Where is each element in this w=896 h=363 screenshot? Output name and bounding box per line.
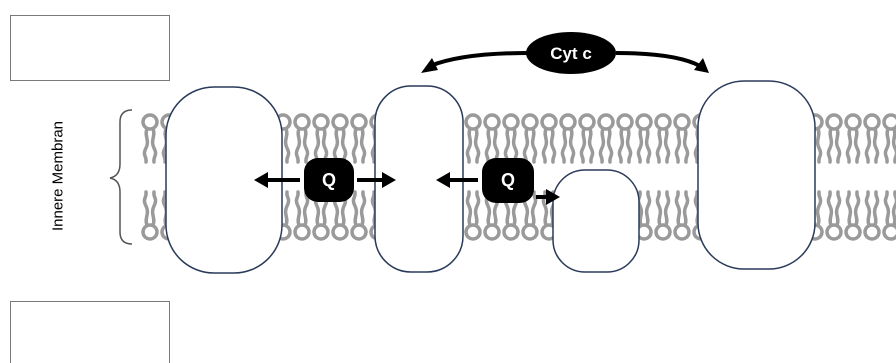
complex-2	[552, 169, 640, 273]
phospholipid-top	[141, 113, 159, 164]
complex-4	[697, 80, 816, 270]
empty-label-box-bottom	[10, 301, 170, 363]
quinone-label-1: Q	[322, 170, 336, 190]
phospholipid-bottom	[464, 190, 482, 241]
phospholipid-top	[293, 113, 311, 164]
phospholipid-bottom	[825, 190, 843, 241]
phospholipid-top	[844, 113, 862, 164]
phospholipid-bottom	[844, 190, 862, 241]
quinone-label-2: Q	[501, 170, 515, 190]
phospholipid-top	[578, 113, 596, 164]
phospholipid-top	[540, 113, 558, 164]
phospholipid-bottom	[882, 190, 896, 241]
cytochrome-c-pill: Cyt c	[526, 32, 616, 74]
phospholipid-bottom	[293, 190, 311, 241]
phospholipid-top	[882, 113, 896, 164]
phospholipid-top	[635, 113, 653, 164]
brace-icon	[109, 109, 133, 245]
phospholipid-top	[331, 113, 349, 164]
phospholipid-top	[597, 113, 615, 164]
empty-label-box-top	[10, 15, 170, 81]
phospholipid-top	[350, 113, 368, 164]
quinone-pill-2: Q	[482, 158, 534, 203]
phospholipid-bottom	[673, 190, 691, 241]
phospholipid-bottom	[654, 190, 672, 241]
phospholipid-top	[825, 113, 843, 164]
phospholipid-top	[654, 113, 672, 164]
phospholipid-top	[559, 113, 577, 164]
phospholipid-bottom	[350, 190, 368, 241]
phospholipid-top	[483, 113, 501, 164]
phospholipid-top	[616, 113, 634, 164]
phospholipid-top	[502, 113, 520, 164]
quinone-pill-1: Q	[304, 158, 354, 202]
phospholipid-bottom	[863, 190, 881, 241]
phospholipid-top	[464, 113, 482, 164]
phospholipid-top	[863, 113, 881, 164]
phospholipid-top	[673, 113, 691, 164]
phospholipid-top	[312, 113, 330, 164]
phospholipid-bottom	[141, 190, 159, 241]
phospholipid-top	[521, 113, 539, 164]
curved-arrow-icon	[421, 51, 709, 73]
cytochrome-c-label: Cyt c	[550, 44, 592, 63]
